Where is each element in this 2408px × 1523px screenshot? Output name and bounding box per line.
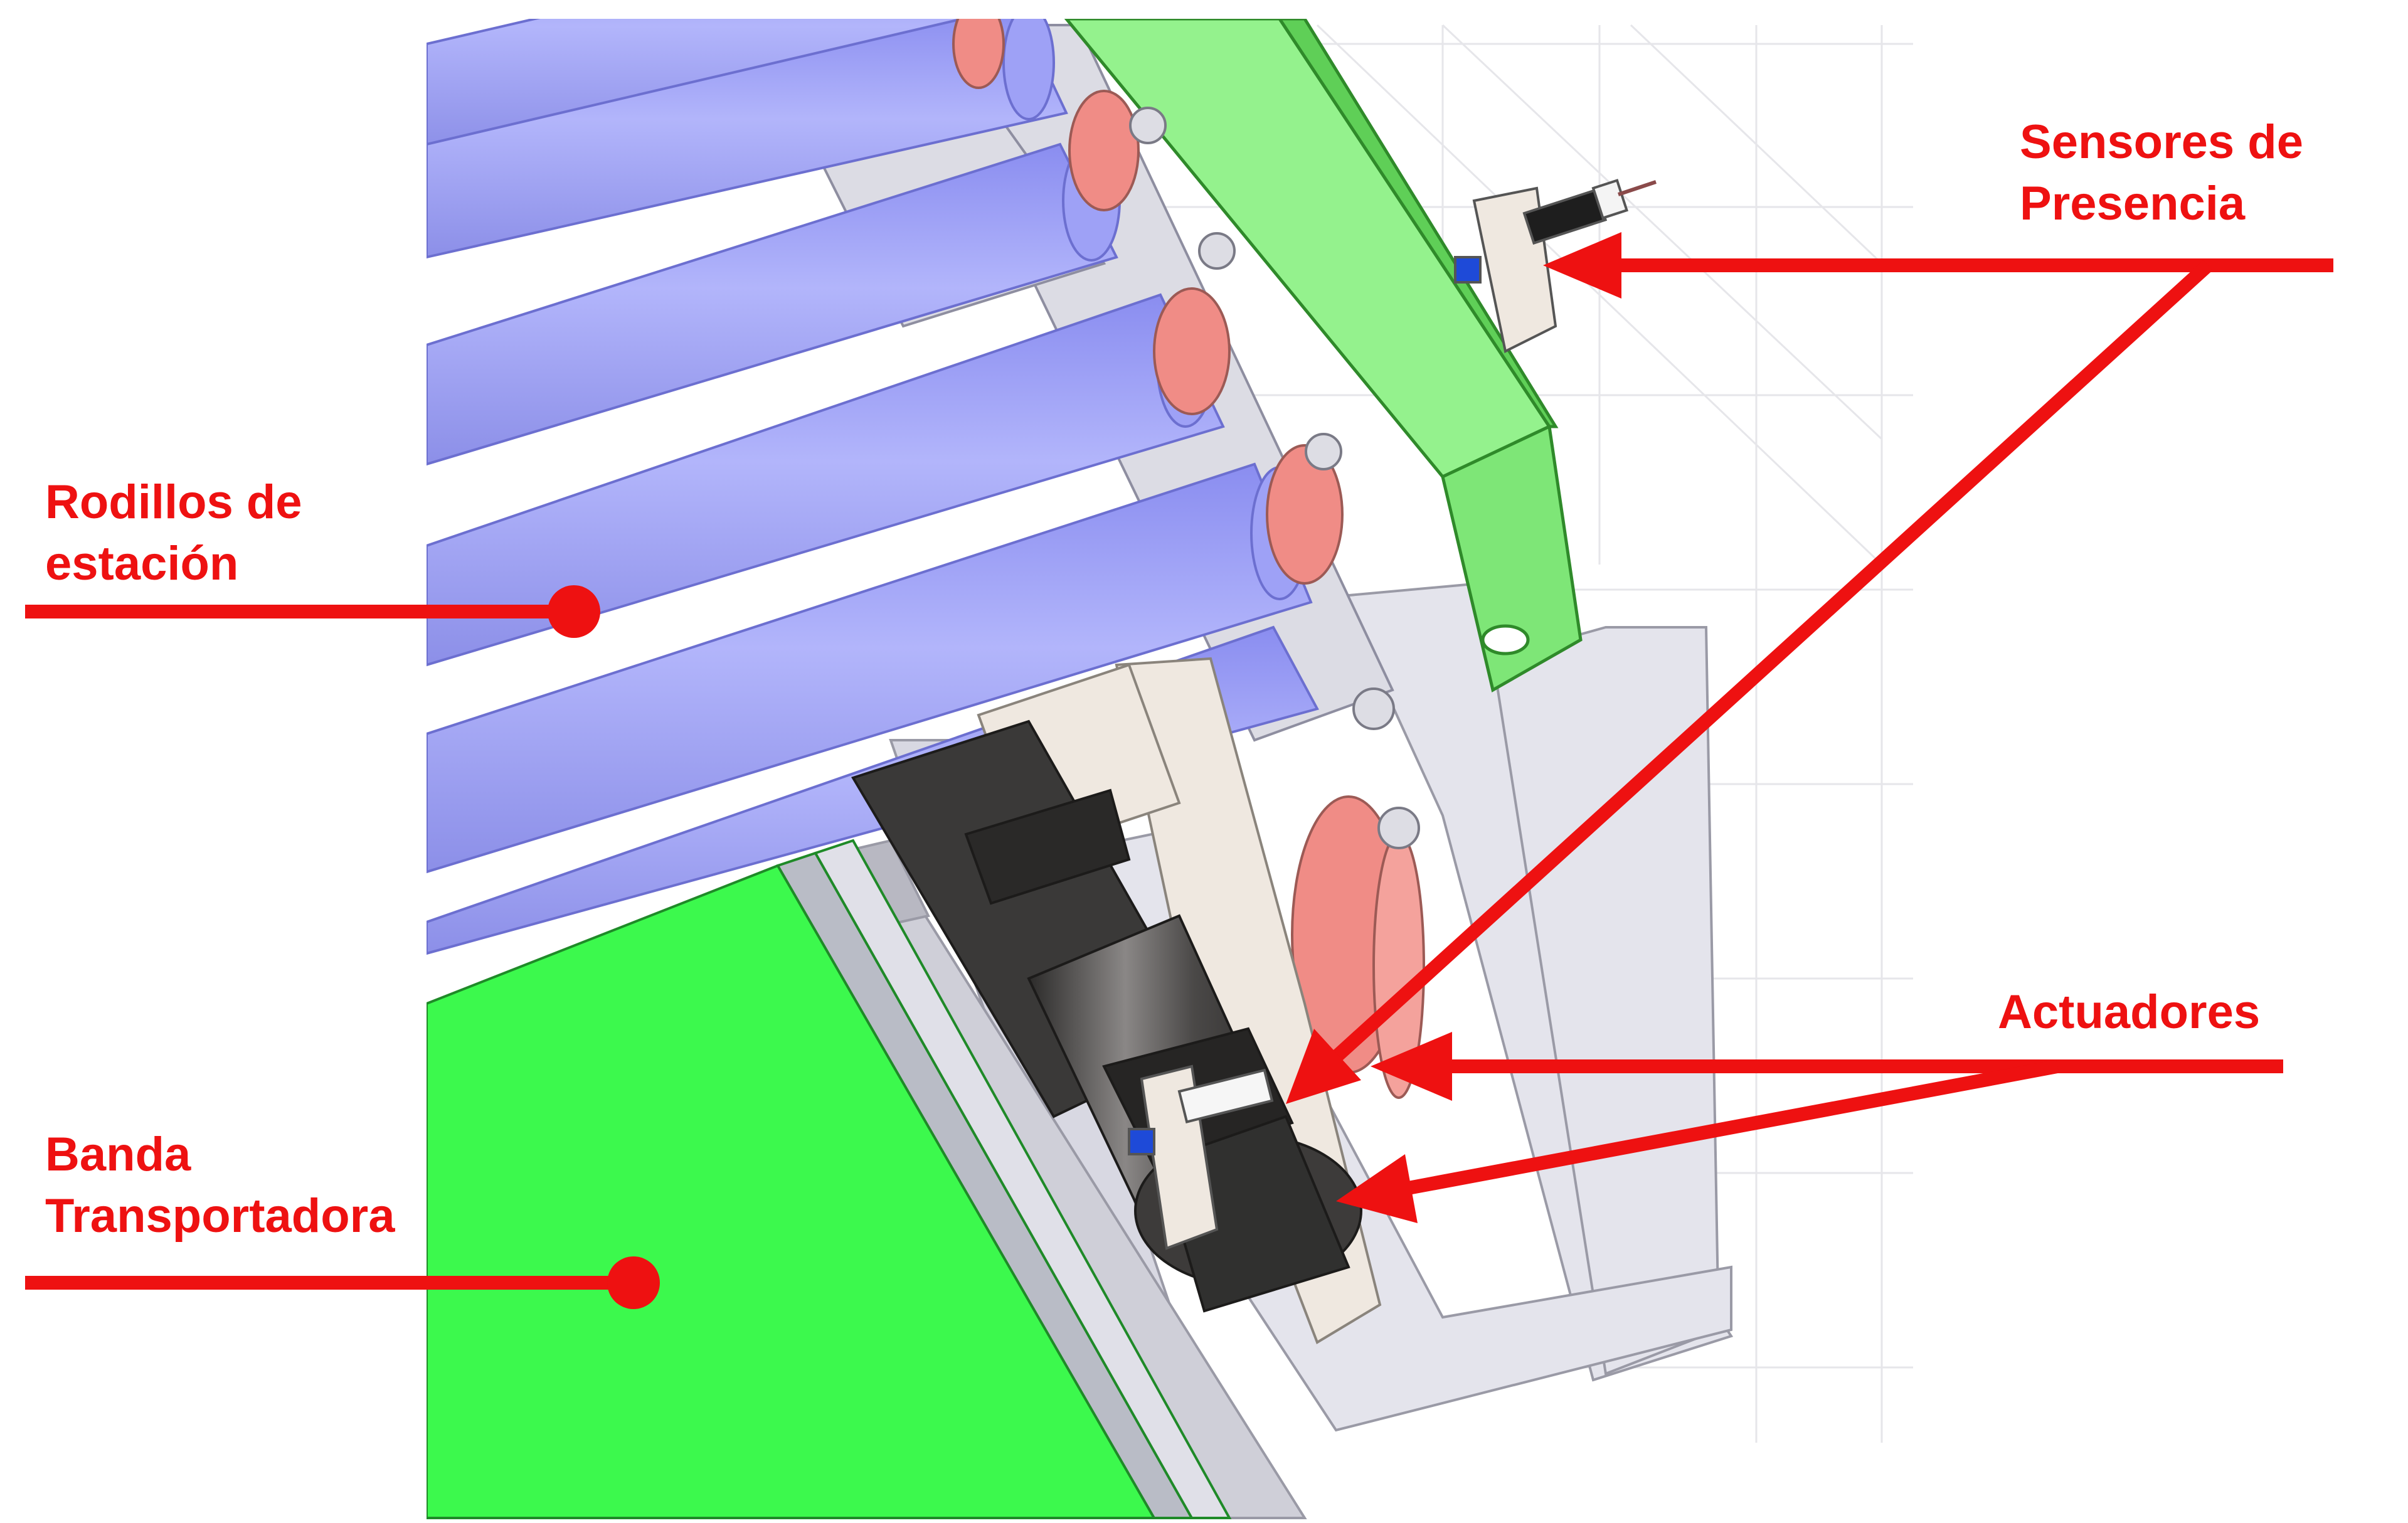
sensores-label-line2: Presencia bbox=[2020, 177, 2246, 230]
rodillos-label-line2: estación bbox=[45, 537, 239, 590]
actuadores-arrowhead-bottom bbox=[1336, 1154, 1418, 1223]
sensores-arrowhead-bottom bbox=[1286, 1029, 1361, 1104]
annotations bbox=[25, 232, 2333, 1309]
bolts bbox=[1129, 107, 1420, 849]
actuadores-label: Actuadores bbox=[1998, 982, 2260, 1043]
presence-sensor-bottom bbox=[1128, 1064, 1274, 1250]
banda-label: Banda Transportadora bbox=[45, 1124, 395, 1247]
sensores-leader-line-diagonal bbox=[1331, 260, 2213, 1063]
banda-label-line2: Transportadora bbox=[45, 1189, 395, 1243]
sensores-arrowhead-top bbox=[1543, 232, 1621, 299]
guide-rail bbox=[1064, 19, 1583, 693]
banda-pointer-dot bbox=[607, 1256, 660, 1309]
conveyor-belt bbox=[427, 839, 1232, 1519]
actuadores-label-line1: Actuadores bbox=[1998, 985, 2261, 1039]
rodillos-label: Rodillos de estación bbox=[45, 472, 302, 595]
sensores-label-line1: Sensores de bbox=[2020, 115, 2303, 169]
actuadores-arrowhead-top bbox=[1371, 1032, 1452, 1101]
sensores-label: Sensores de Presencia bbox=[2020, 112, 2303, 235]
actuadores-leader-line-diagonal bbox=[1403, 1059, 2059, 1196]
banda-label-line1: Banda bbox=[45, 1128, 191, 1181]
rodillos-label-line1: Rodillos de bbox=[45, 475, 302, 529]
presence-sensor-top bbox=[1454, 179, 1657, 353]
rodillos-pointer-dot bbox=[548, 585, 600, 638]
